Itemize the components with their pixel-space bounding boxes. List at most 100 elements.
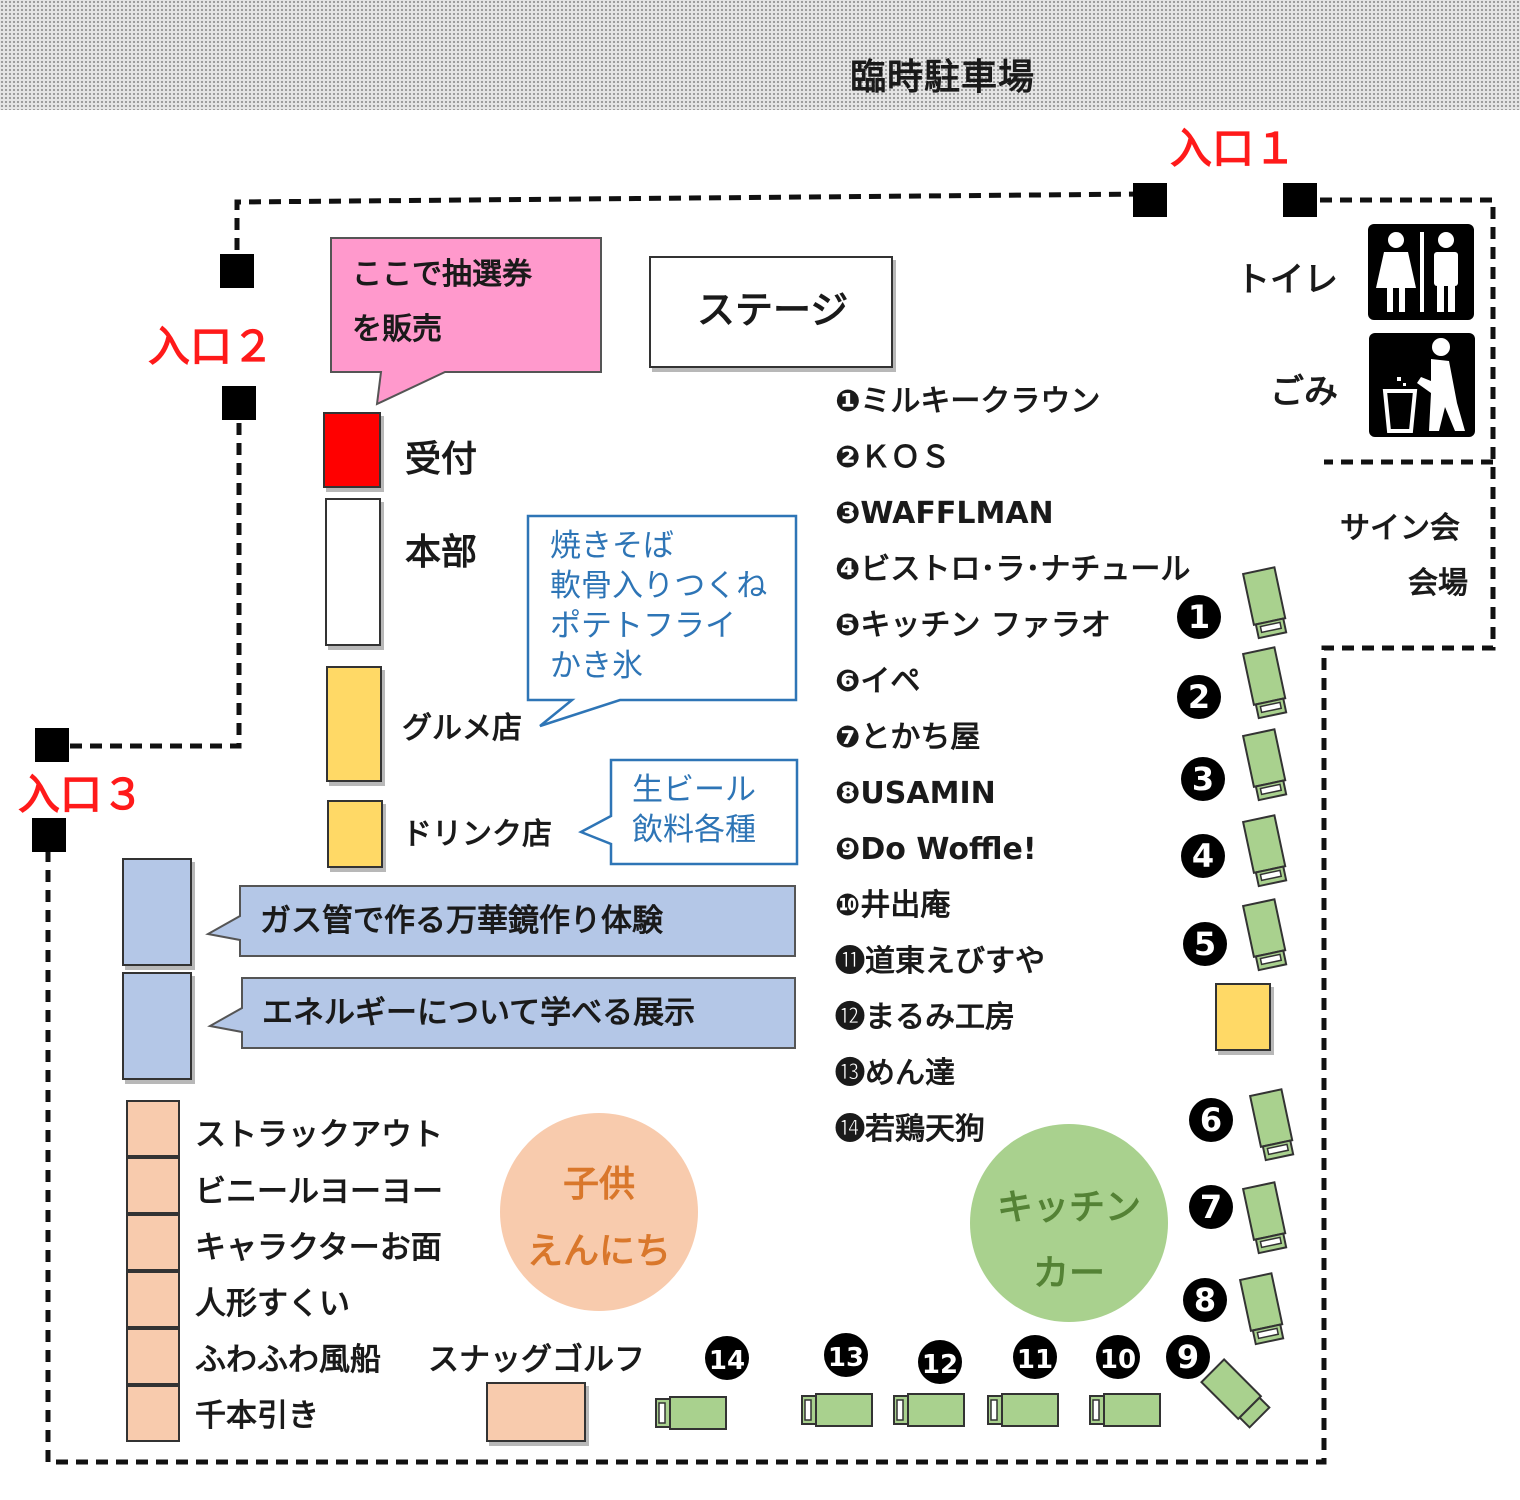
entrance-2-label: 入口２ bbox=[148, 322, 275, 371]
drink-callout bbox=[578, 758, 799, 866]
stage-label: ステージ bbox=[697, 288, 849, 332]
kitchen-car bbox=[655, 1396, 727, 1430]
gourmet-callout bbox=[526, 514, 798, 728]
parking-label: 臨時駐車場 bbox=[850, 57, 1036, 98]
kitchen-car-number-badge bbox=[1181, 757, 1225, 801]
kitchen-car bbox=[1241, 566, 1288, 640]
kitchen-car bbox=[801, 1393, 873, 1427]
game-booth bbox=[126, 1385, 180, 1442]
vendor-list-item: ⓬まるみ工房 bbox=[835, 1000, 1015, 1035]
headquarters-label: 本部 bbox=[405, 532, 478, 573]
kitchen-car-number-badge bbox=[1183, 922, 1227, 966]
kitchen-car bbox=[1241, 1181, 1288, 1255]
kitchen-car-number: 6 bbox=[1200, 1101, 1222, 1139]
vendor-list-item: ❷ＫＯＳ bbox=[835, 440, 951, 475]
vendor-list-item: ❼とかち屋 bbox=[835, 720, 981, 755]
kitchen-car-number: 11 bbox=[1017, 1345, 1053, 1375]
vendor-list-item: ❺キッチン ファラオ bbox=[835, 608, 1111, 643]
kitchen-car bbox=[1089, 1393, 1161, 1427]
entrance2-post-bottom bbox=[222, 386, 256, 420]
headquarters-booth bbox=[325, 498, 381, 646]
entrance2-post-top bbox=[220, 254, 254, 288]
gourmet-menu-item: かき氷 bbox=[550, 648, 643, 684]
food-booth-right bbox=[1215, 983, 1271, 1051]
gourmet-menu-item: 軟骨入りつくね bbox=[550, 568, 768, 604]
kitchen-car-number: 2 bbox=[1188, 678, 1210, 716]
kitchen-car-number-badge bbox=[1166, 1335, 1210, 1379]
game-booth bbox=[126, 1157, 180, 1214]
game-booth bbox=[126, 1100, 180, 1157]
kitchen-car-number-badge bbox=[1189, 1098, 1233, 1142]
experience-booth-2 bbox=[122, 972, 192, 1080]
drink-menu-item: 飲料各種 bbox=[632, 812, 756, 848]
game-booth bbox=[126, 1328, 180, 1385]
trash-label: ごみ bbox=[1270, 372, 1338, 412]
kids-fair-area bbox=[500, 1113, 698, 1311]
game-label: ふわふわ風船 bbox=[195, 1342, 381, 1378]
gourmet-booth bbox=[326, 666, 382, 782]
kitchen-car bbox=[1238, 1272, 1285, 1346]
kitchen-car bbox=[893, 1393, 965, 1427]
snag-golf-label: スナッグゴルフ bbox=[428, 1342, 645, 1378]
lottery-callout-line2: を販売 bbox=[352, 312, 442, 347]
kitchen-car-number-badge bbox=[918, 1340, 962, 1384]
reception-label: 受付 bbox=[405, 439, 478, 480]
vendor-list-item: ❿井出庵 bbox=[835, 888, 951, 923]
kitchen-car-number: 5 bbox=[1194, 925, 1216, 963]
kitchen-car-number: 10 bbox=[1100, 1345, 1136, 1375]
kitchen-car-number: 4 bbox=[1192, 837, 1214, 875]
experience-callouts bbox=[205, 885, 796, 1049]
kitchen-car bbox=[987, 1393, 1059, 1427]
kitchen-car-area bbox=[970, 1124, 1168, 1322]
kitchen-car bbox=[1241, 898, 1288, 972]
kitchen-car-number-badge bbox=[1181, 834, 1225, 878]
kitchen-car-number-badge bbox=[1189, 1185, 1233, 1229]
experience-booth-1 bbox=[122, 858, 192, 966]
kitchen-car bbox=[1200, 1358, 1271, 1429]
game-booth bbox=[126, 1271, 180, 1328]
restroom-icon bbox=[1368, 224, 1474, 320]
kitchen-car-number: 3 bbox=[1192, 760, 1214, 798]
gourmet-menu: 焼きそば 軟骨入りつくね ポテトフライ かき氷 bbox=[550, 526, 767, 686]
trash-icon bbox=[1369, 333, 1475, 437]
entrance-3-label: 入口３ bbox=[18, 770, 145, 819]
kitchen-car bbox=[1241, 728, 1288, 802]
gourmet-menu-item: 焼きそば bbox=[550, 528, 674, 564]
kitchen-car bbox=[1248, 1088, 1295, 1162]
entrance1-post-right bbox=[1283, 183, 1317, 217]
gourmet-label: グルメ店 bbox=[402, 711, 522, 746]
game-label: 人形すくい bbox=[195, 1286, 350, 1322]
vendor-list-item: ❾Do Woffle! bbox=[835, 832, 1037, 867]
lottery-callout-line1: ここで抽選券 bbox=[352, 257, 532, 292]
kitchen-car-number: 13 bbox=[828, 1343, 864, 1373]
game-label: 千本引き bbox=[195, 1398, 319, 1434]
kids-fair-line1: 子供 bbox=[562, 1164, 635, 1205]
kitchen-car-line2: カー bbox=[1032, 1253, 1105, 1294]
kitchen-car-number: 1 bbox=[1188, 598, 1210, 636]
snag-golf-booth bbox=[486, 1382, 586, 1442]
drink-label: ドリンク店 bbox=[402, 817, 552, 852]
kitchen-car-number-badge bbox=[1013, 1335, 1057, 1379]
drink-booth bbox=[327, 800, 383, 868]
kitchen-car-number-badge bbox=[1096, 1335, 1140, 1379]
game-label: ストラックアウト bbox=[195, 1117, 443, 1153]
kitchen-car-number: 9 bbox=[1177, 1338, 1199, 1376]
experience-label-1: ガス管で作る万華鏡作り体験 bbox=[260, 903, 663, 939]
kitchen-car-number-badge bbox=[1183, 1278, 1227, 1322]
stage-box bbox=[649, 256, 893, 368]
entrance1-post-left bbox=[1133, 183, 1167, 217]
game-label: ビニールヨーヨー bbox=[195, 1174, 443, 1210]
entrance3-post-top bbox=[35, 728, 69, 762]
vendor-list-item: ❽USAMIN bbox=[835, 776, 996, 811]
vendor-list-item: ❶ミルキークラウン bbox=[835, 384, 1101, 419]
sign-area-line2: 会場 bbox=[1408, 566, 1468, 601]
kitchen-car bbox=[1241, 814, 1288, 888]
reception-booth bbox=[323, 412, 381, 488]
game-booth bbox=[126, 1214, 180, 1271]
entrance-1-label: 入口１ bbox=[1170, 124, 1297, 173]
kitchen-car bbox=[1241, 646, 1288, 720]
parking-area bbox=[0, 0, 1520, 110]
vendor-list-item: ⓭めん達 bbox=[835, 1056, 955, 1091]
